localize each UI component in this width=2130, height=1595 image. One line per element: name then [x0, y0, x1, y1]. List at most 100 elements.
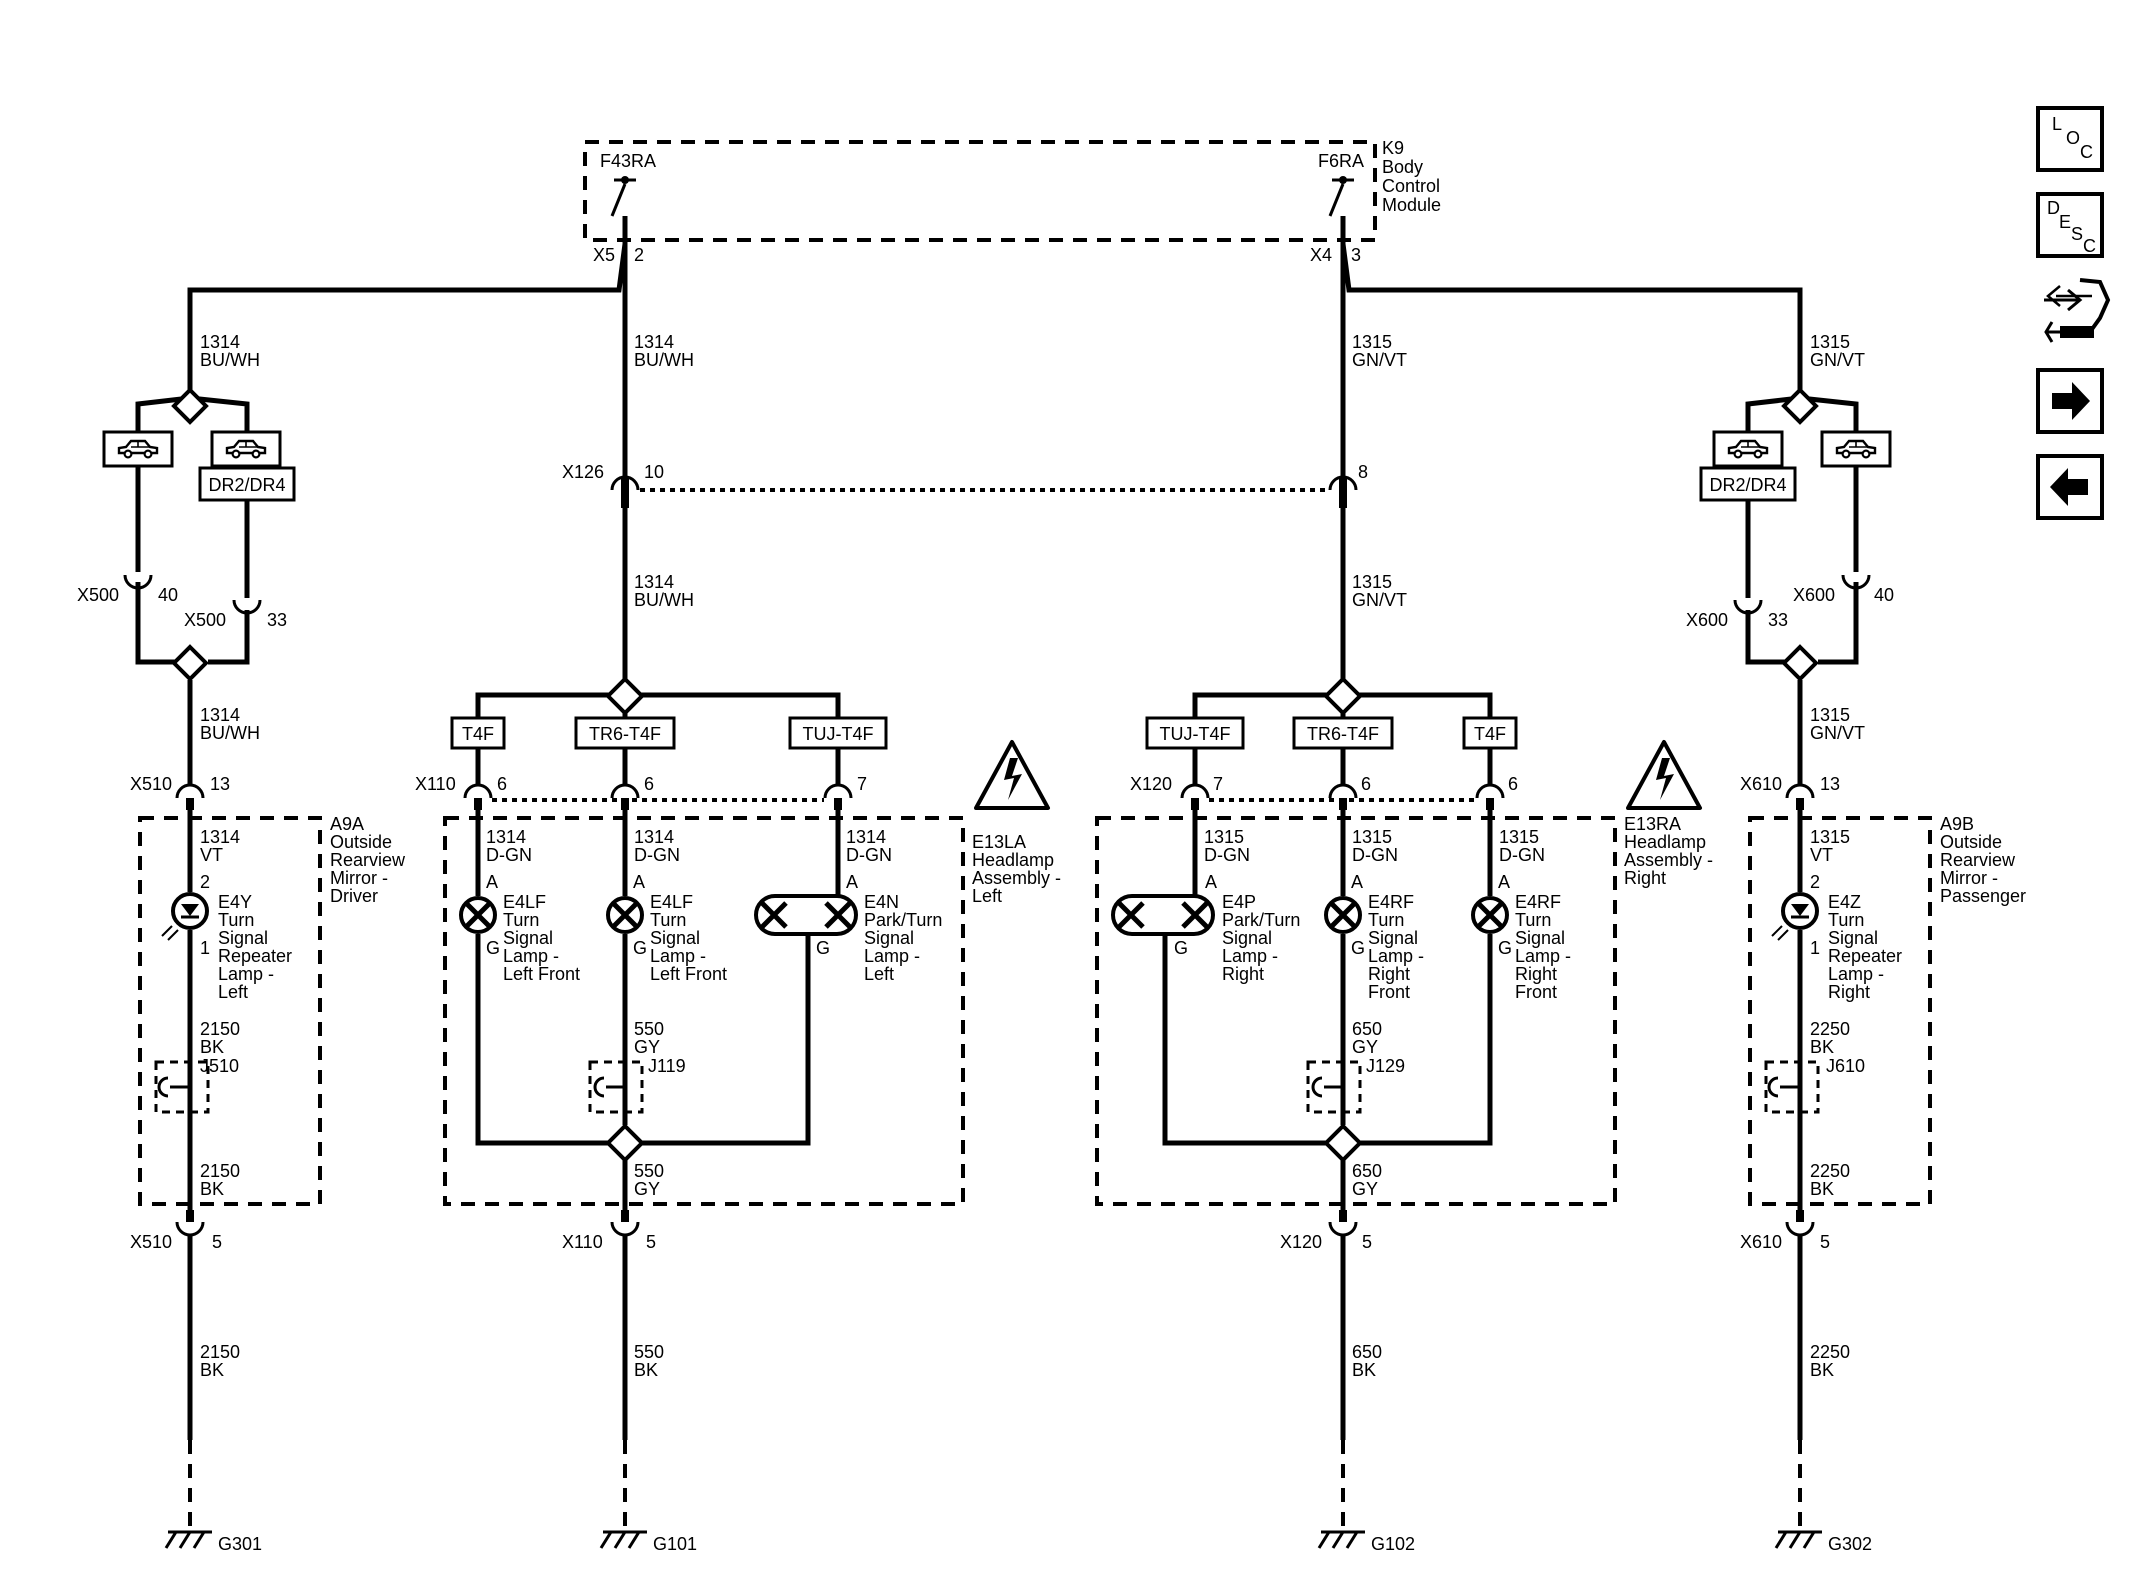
svg-text:TUJ-T4F: TUJ-T4F — [803, 724, 874, 744]
high-voltage-warning-icon — [974, 740, 1050, 810]
pin-label: G — [1351, 938, 1365, 958]
svg-text:T4F: T4F — [462, 724, 494, 744]
option-car-right-a — [1820, 430, 1892, 468]
prev-page-button[interactable] — [2036, 454, 2104, 520]
loc-button[interactable]: LOC — [2036, 106, 2104, 172]
ground-g102-label: G102 — [1371, 1534, 1415, 1554]
pin-label: 1 — [1810, 938, 1820, 958]
connector-locate-icon[interactable] — [2044, 278, 2111, 343]
assembly-a9a-label: A9A Outside Rearview Mirror - Driver — [330, 814, 410, 906]
pin-label: 2 — [1810, 872, 1820, 892]
lamp-e4p-label: E4P Park/Turn Signal Lamp - Right — [1222, 892, 1305, 984]
pin-label: 1 — [200, 938, 210, 958]
pin-label: G — [486, 938, 500, 958]
assembly-a9a-outline — [138, 816, 322, 1206]
body-control-module: K9 Body Control Module F43RA F6RA X5 2 X… — [583, 138, 1445, 265]
bcm-label: K9 Body Control Module — [1382, 138, 1445, 215]
connector-x120-label: X120 — [1280, 1232, 1322, 1252]
svg-text:J510: J510 — [200, 1056, 239, 1076]
splice-j610: J610 — [1764, 1056, 1865, 1114]
ground-icon — [1317, 1530, 1365, 1549]
svg-text:TR6-T4F: TR6-T4F — [1307, 724, 1379, 744]
pin-label: 6 — [1508, 774, 1518, 794]
splice-junctions — [171, 387, 1819, 1163]
option-t4f-right: T4F — [1462, 716, 1518, 750]
assembly-a9b-outline — [1748, 816, 1932, 1206]
pin-label: 33 — [1768, 610, 1788, 630]
output-f6ra-label: F6RA — [1318, 151, 1364, 171]
svg-text:TUJ-T4F: TUJ-T4F — [1160, 724, 1231, 744]
pin-label: 8 — [1358, 462, 1368, 482]
lamp-e4lf-outer: A G E4LF Turn Signal Lamp - Left Front — [459, 872, 580, 984]
pin-label: G — [1498, 938, 1512, 958]
pin-x4-3: 3 — [1351, 245, 1361, 265]
arrow-right-icon — [2052, 382, 2090, 420]
lamp-e4y-label: E4Y Turn Signal Repeater Lamp - Left — [218, 892, 297, 1002]
high-voltage-warning-icon — [1626, 740, 1702, 810]
pin-label: 6 — [1361, 774, 1371, 794]
lamp-e4n-label: E4N Park/Turn Signal Lamp - Left — [864, 892, 947, 984]
ground-g302-label: G302 — [1828, 1534, 1872, 1554]
pin-label: 40 — [158, 585, 178, 605]
option-dr2-dr4-right: DR2/DR4 — [1699, 430, 1797, 502]
grounds: G301 G101 G102 G302 — [164, 1530, 1872, 1554]
pin-label: 5 — [1820, 1232, 1830, 1252]
pin-label: 5 — [1362, 1232, 1372, 1252]
ground-icon — [599, 1530, 647, 1549]
pin-label: 13 — [210, 774, 230, 794]
splice-j129: J129 — [1306, 1056, 1405, 1114]
pin-label: 5 — [646, 1232, 656, 1252]
pin-label: A — [633, 872, 645, 892]
connector-x500-label: X500 — [184, 610, 226, 630]
desc-button[interactable]: DESC — [2036, 192, 2104, 258]
next-page-button[interactable] — [2036, 368, 2104, 434]
lamp-e4p: A G E4P Park/Turn Signal Lamp - Right — [1111, 872, 1305, 984]
svg-text:LOC: LOC — [2052, 114, 2093, 162]
assembly-e13la-label: E13LA Headlamp Assembly - Left — [972, 832, 1066, 906]
assembly-a9b-label: A9B Outside Rearview Mirror - Passenger — [1940, 814, 2026, 906]
assembly-e13ra-outline — [1095, 816, 1617, 1206]
lamp-e4y: 2 1 E4Y Turn Signal Repeater Lamp - Left — [161, 872, 297, 1002]
pin-label: A — [846, 872, 858, 892]
option-label: DR2/DR4 — [208, 475, 285, 495]
pin-label: A — [486, 872, 498, 892]
pin-label: 33 — [267, 610, 287, 630]
svg-text:DESC: DESC — [2047, 198, 2096, 256]
connector-x126-label: X126 — [562, 462, 604, 482]
lamps: 2 1 E4Y Turn Signal Repeater Lamp - Left… — [161, 872, 1902, 1002]
connector-x5-label: X5 — [593, 245, 615, 265]
ground-icon — [164, 1530, 212, 1549]
option-label: DR2/DR4 — [1709, 475, 1786, 495]
connectors: X126 10 8 X500 40 X500 33 X600 40 X600 3… — [77, 462, 1894, 1252]
pin-label: 2 — [200, 872, 210, 892]
connector-x610-label: X610 — [1740, 774, 1782, 794]
lamp-e4rf-label: E4RF Turn Signal Lamp - Right Front — [1515, 892, 1576, 1002]
option-tr6-t4f-left: TR6-T4F — [574, 716, 676, 750]
svg-text:J119: J119 — [648, 1056, 686, 1076]
assembly-e13ra-label: E13RA Headlamp Assembly - Right — [1624, 814, 1718, 888]
pin-label: A — [1351, 872, 1363, 892]
